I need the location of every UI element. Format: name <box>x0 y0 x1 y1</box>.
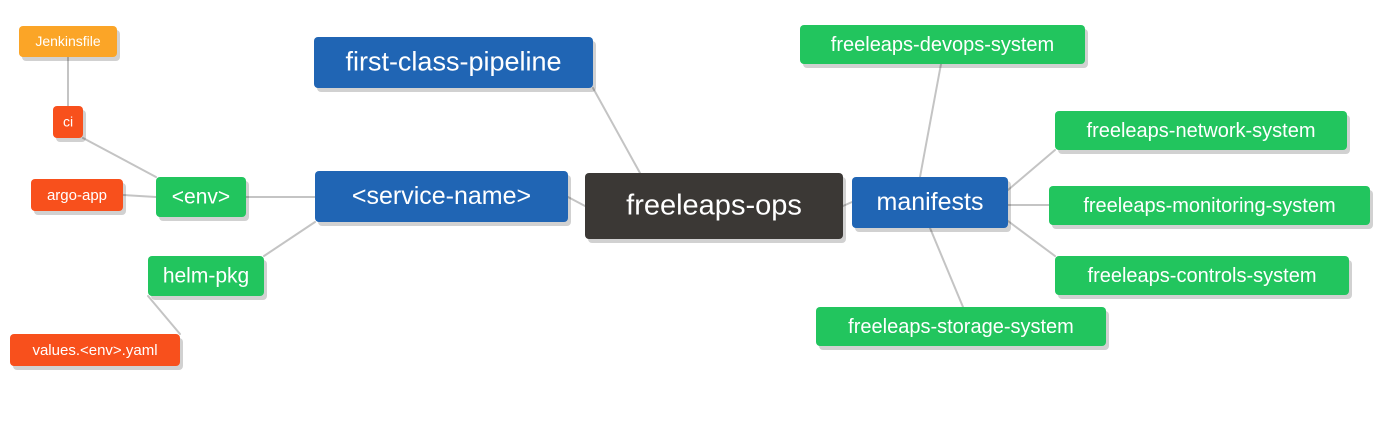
edge-root-to-first-class-pipeline <box>592 87 641 174</box>
edge-helm-pkg-to-values-yaml <box>147 295 181 335</box>
node-monitoring-system[interactable]: freeleaps-monitoring-system <box>1049 186 1373 229</box>
node-box[interactable] <box>852 177 1008 228</box>
edge-manifests-to-controls-system <box>1007 220 1056 257</box>
node-box[interactable] <box>148 256 264 296</box>
node-label: ci <box>63 114 73 130</box>
node-label: manifests <box>877 188 984 216</box>
node-box[interactable] <box>156 177 246 217</box>
edge-env-to-argo-app <box>122 194 157 198</box>
edge-manifests-to-network-system <box>1007 149 1056 191</box>
node-label: freeleaps-ops <box>626 190 802 222</box>
node-first-class-pipeline[interactable]: first-class-pipeline <box>314 37 596 92</box>
node-network-system[interactable]: freeleaps-network-system <box>1055 111 1350 154</box>
node-label: freeleaps-storage-system <box>848 316 1074 338</box>
node-box[interactable] <box>315 171 568 222</box>
node-layer: freeleaps-ops <service-name> manifests firs… <box>10 25 1373 370</box>
node-ci[interactable]: ci <box>53 106 86 142</box>
node-box[interactable] <box>31 179 123 211</box>
node-env[interactable]: <env> <box>156 177 249 221</box>
node-controls-system[interactable]: freeleaps-controls-system <box>1055 256 1352 299</box>
node-label: freeleaps-controls-system <box>1088 265 1317 287</box>
node-box[interactable] <box>19 26 117 57</box>
node-label: freeleaps-network-system <box>1087 120 1316 142</box>
node-label: first-class-pipeline <box>345 47 561 77</box>
node-label: argo-app <box>47 187 107 204</box>
node-box[interactable] <box>314 37 593 88</box>
node-manifests[interactable]: manifests <box>852 177 1011 232</box>
node-box[interactable] <box>800 25 1085 64</box>
node-helm-pkg[interactable]: helm-pkg <box>148 256 267 300</box>
node-values-yaml[interactable]: values.<env>.yaml <box>10 334 183 370</box>
node-label: freeleaps-devops-system <box>831 34 1054 56</box>
node-label: values.<env>.yaml <box>32 342 157 359</box>
node-box[interactable] <box>816 307 1106 346</box>
node-box[interactable] <box>1055 111 1347 150</box>
edge-root-to-service-name <box>567 196 586 207</box>
node-box[interactable] <box>1049 186 1370 225</box>
node-label: Jenkinsfile <box>35 33 101 49</box>
edge-layer <box>67 56 1056 335</box>
node-service-name[interactable]: <service-name> <box>315 171 571 226</box>
node-argo-app[interactable]: argo-app <box>31 179 126 215</box>
node-devops-system[interactable]: freeleaps-devops-system <box>800 25 1088 68</box>
node-box[interactable] <box>10 334 180 366</box>
edge-root-to-manifests <box>842 201 853 207</box>
node-label: <service-name> <box>352 182 531 210</box>
node-box[interactable] <box>585 173 843 239</box>
node-root[interactable]: freeleaps-ops <box>585 173 846 243</box>
edge-env-to-ci <box>82 137 157 178</box>
edge-manifests-to-devops-system <box>919 63 942 178</box>
edge-service-name-to-helm-pkg <box>263 221 316 257</box>
node-jenkinsfile[interactable]: Jenkinsfile <box>19 26 120 61</box>
node-box[interactable] <box>53 106 83 138</box>
node-label: helm-pkg <box>163 265 249 288</box>
node-storage-system[interactable]: freeleaps-storage-system <box>816 307 1109 350</box>
node-label: freeleaps-monitoring-system <box>1083 195 1335 217</box>
node-label: <env> <box>172 186 230 209</box>
edge-manifests-to-storage-system <box>929 227 964 308</box>
node-box[interactable] <box>1055 256 1349 295</box>
